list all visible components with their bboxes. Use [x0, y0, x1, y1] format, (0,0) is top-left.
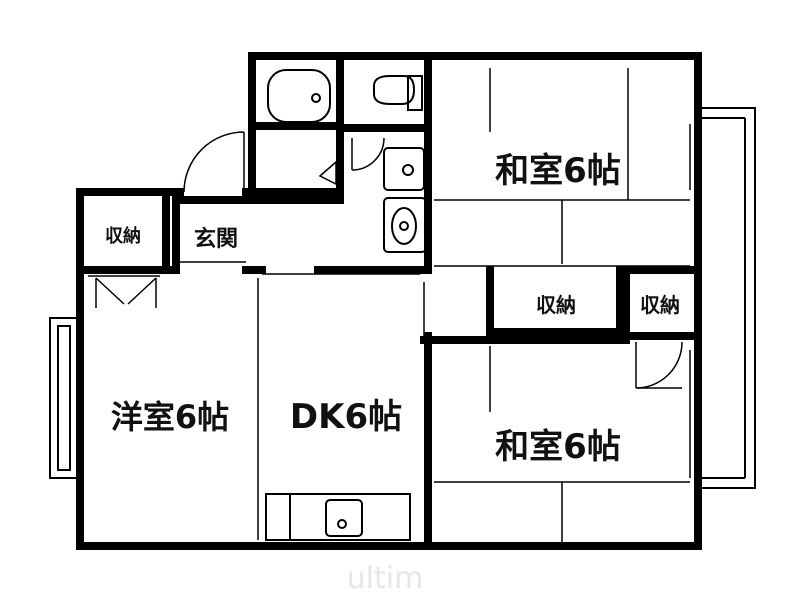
closet-door-right [635, 341, 683, 389]
tatami-lines-top [434, 68, 690, 264]
toilet [373, 75, 423, 111]
room-label-dk: DK6帖 [290, 397, 402, 437]
toilet-door [351, 137, 385, 171]
walls [76, 52, 702, 550]
room-label-washitsu-top: 和室6帖 [495, 151, 621, 191]
bathtub [267, 69, 331, 123]
balcony-left [49, 317, 79, 479]
washbasin [383, 147, 425, 191]
entrance-door [183, 131, 245, 193]
tatami-lines-bottom [434, 346, 690, 542]
storage-label-left: 収納 [105, 225, 141, 247]
room-label-genkan: 玄関 [194, 226, 238, 252]
room-label-washitsu-bottom: 和室6帖 [495, 427, 621, 467]
watermark: ultim [347, 561, 424, 596]
storage-label-right: 収納 [640, 293, 680, 317]
kitchen-counter [265, 493, 411, 541]
closet-door-left [95, 277, 157, 308]
balcony-right [696, 107, 756, 489]
room-label-youshitsu: 洋室6帖 [111, 398, 229, 436]
washing-machine [383, 197, 427, 253]
door-swing-triangle [318, 160, 337, 186]
storage-label-middle: 収納 [536, 293, 576, 317]
